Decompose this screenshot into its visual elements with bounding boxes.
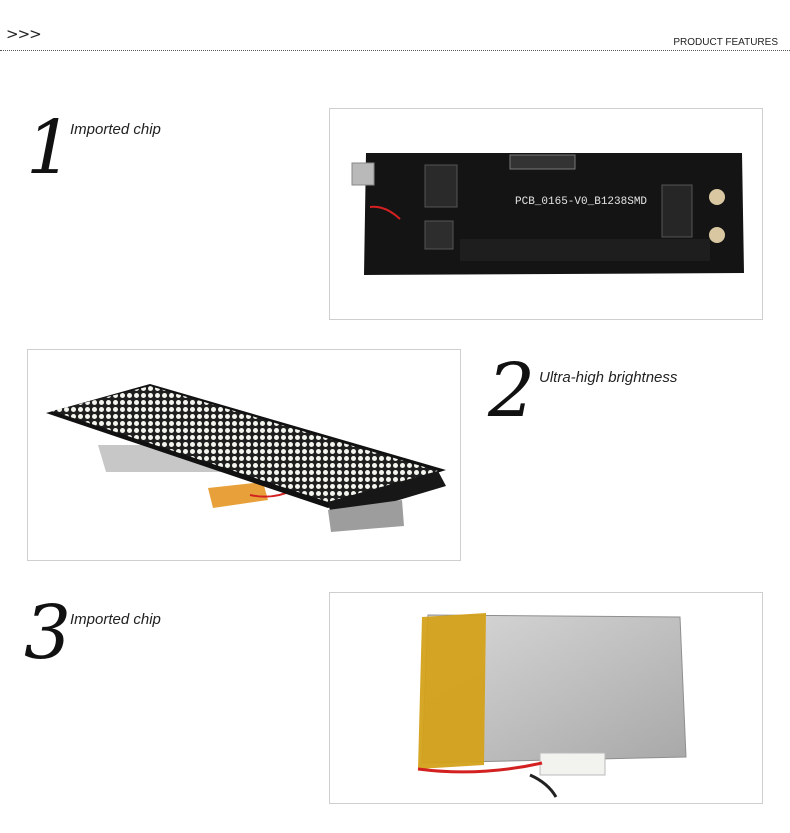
feature-3-text: Imported chip — [70, 611, 161, 628]
header-arrows: >>> — [6, 25, 42, 43]
feature-3-number: 3 — [24, 590, 72, 676]
feature-2-label: 2 Ultra-high brightness — [488, 348, 768, 434]
feature-1-label: 1 Imported chip — [26, 105, 226, 191]
feature-2-image — [27, 349, 461, 561]
header-title: PRODUCT FEATURES — [673, 37, 778, 48]
feature-1-text: Imported chip — [70, 121, 161, 138]
lipo-battery-photo — [330, 593, 762, 803]
pcb-board-photo: PCB_0165-V0_B1238SMD — [330, 109, 762, 319]
feature-3-image — [329, 592, 763, 804]
led-matrix-module-photo — [28, 350, 460, 560]
feature-1-image: PCB_0165-V0_B1238SMD — [329, 108, 763, 320]
feature-2-text: Ultra-high brightness — [539, 369, 678, 386]
feature-2-number: 2 — [488, 348, 536, 434]
header-divider — [0, 50, 790, 51]
pcb-silkscreen: PCB_0165-V0_B1238SMD — [515, 196, 647, 208]
feature-1-number: 1 — [26, 105, 74, 191]
feature-3-label: 3 Imported chip — [24, 590, 224, 676]
